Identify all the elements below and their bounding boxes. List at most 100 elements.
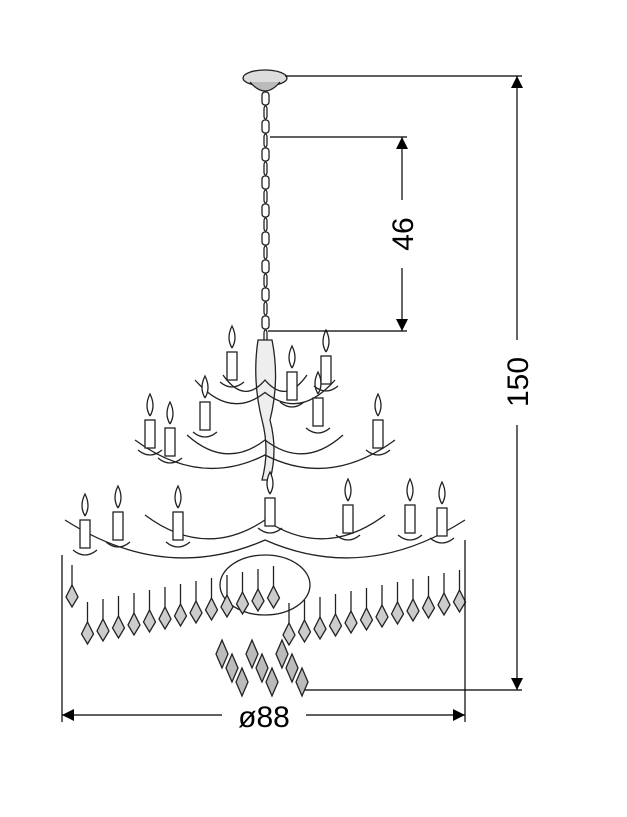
crystal xyxy=(266,584,281,610)
candle-cup xyxy=(365,449,391,456)
crystal xyxy=(251,587,265,613)
crystal xyxy=(189,599,203,625)
chain xyxy=(261,91,270,344)
chain-link xyxy=(263,189,268,204)
crystal xyxy=(142,608,157,634)
chain-length-label: 46 xyxy=(387,217,420,250)
crystal xyxy=(215,638,229,670)
crystal xyxy=(225,652,239,684)
candle-cup xyxy=(219,381,245,388)
candle xyxy=(372,419,384,449)
candle xyxy=(79,519,91,549)
crystal xyxy=(204,596,219,622)
candle-flame xyxy=(288,344,296,369)
candle xyxy=(164,427,176,457)
candle-flame xyxy=(314,370,322,395)
candle-flame xyxy=(438,480,446,505)
crystal xyxy=(111,614,126,640)
crystal xyxy=(158,605,172,631)
candle xyxy=(312,397,324,427)
chain-link xyxy=(263,217,268,232)
arm xyxy=(64,519,466,559)
crystal xyxy=(285,652,299,684)
crystal-pendants xyxy=(65,565,467,698)
crystal xyxy=(437,591,451,617)
chain-link xyxy=(263,133,268,148)
crystal xyxy=(406,597,420,623)
candle xyxy=(172,511,184,541)
crystal xyxy=(173,602,188,628)
crystal xyxy=(235,590,250,616)
chain-link xyxy=(261,287,270,302)
candle xyxy=(144,419,156,449)
crystal xyxy=(265,666,279,698)
candle-flame xyxy=(201,374,209,399)
chain-link xyxy=(261,203,270,218)
crystal xyxy=(245,638,259,670)
crystal xyxy=(220,593,234,619)
chain-link xyxy=(261,119,270,134)
chain-link xyxy=(261,91,270,106)
crystal xyxy=(375,603,389,629)
candle xyxy=(286,371,298,401)
chain-link xyxy=(263,161,268,176)
crystal xyxy=(282,621,296,647)
candle-cup xyxy=(397,534,423,541)
crystal xyxy=(390,600,405,626)
candle-flame xyxy=(114,484,122,509)
chain-link xyxy=(263,301,268,316)
crystal xyxy=(359,606,374,632)
crystal xyxy=(313,615,327,641)
crystal xyxy=(127,611,141,637)
chain-link xyxy=(261,231,270,246)
candle-cup xyxy=(137,449,163,456)
candle-cup xyxy=(279,401,305,408)
candle xyxy=(436,507,448,537)
dimension-chain-length xyxy=(268,136,408,332)
chain-link xyxy=(261,147,270,162)
chain-link xyxy=(261,259,270,274)
chain-link xyxy=(261,175,270,190)
crystal xyxy=(80,620,95,646)
candle xyxy=(264,497,276,527)
candle xyxy=(320,355,332,385)
crystal xyxy=(297,618,312,644)
candle-flame xyxy=(174,484,182,509)
candle-cup xyxy=(72,549,98,556)
crystal xyxy=(255,652,269,684)
crystal xyxy=(452,588,467,614)
bowl xyxy=(219,554,311,616)
candle-flame xyxy=(344,477,352,502)
chain-link xyxy=(263,273,268,288)
total-height-label: 150 xyxy=(502,357,535,407)
candle-flame xyxy=(374,392,382,417)
crystal xyxy=(275,638,289,670)
dimension-total-height xyxy=(285,75,523,691)
candle-cup xyxy=(313,385,339,392)
candle-cup xyxy=(305,427,331,434)
candle xyxy=(112,511,124,541)
candle-cup xyxy=(192,431,218,438)
candles xyxy=(72,324,455,556)
dimension-diameter xyxy=(61,540,466,722)
chain-link xyxy=(261,315,270,330)
chandelier-illustration xyxy=(64,69,467,698)
candle-cup xyxy=(165,541,191,548)
candle xyxy=(226,351,238,381)
candle xyxy=(342,504,354,534)
crystal xyxy=(328,612,343,638)
candle-flame xyxy=(146,392,154,417)
crystal xyxy=(421,594,436,620)
diameter-label: ø88 xyxy=(238,701,290,734)
candle-flame xyxy=(266,470,274,495)
candle xyxy=(199,401,211,431)
candle-cup xyxy=(257,527,283,534)
arm xyxy=(186,434,344,455)
candle xyxy=(404,504,416,534)
crystal xyxy=(344,609,358,635)
candle-cup xyxy=(429,537,455,544)
candle-cup xyxy=(105,541,131,548)
crystal xyxy=(96,617,110,643)
crystal xyxy=(65,583,79,609)
